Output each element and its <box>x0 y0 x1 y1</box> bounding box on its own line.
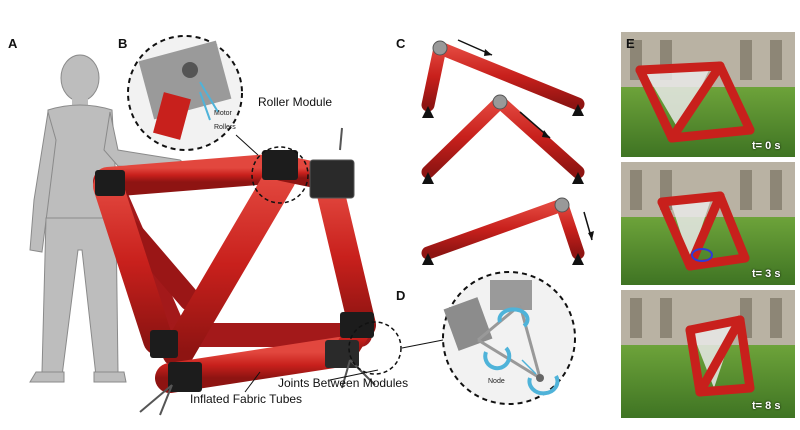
roller-module-label: Roller Module <box>258 95 333 109</box>
panel-label-e: E <box>626 36 635 51</box>
time-label-t8: t= 8 s <box>752 400 781 412</box>
roller-zoom-source <box>251 146 309 204</box>
photo-frame-t3 <box>621 162 795 285</box>
time-label-t3: t= 3 s <box>752 268 781 280</box>
node-label: Node <box>488 378 505 385</box>
joint-inset <box>401 271 576 405</box>
roller-module-inset <box>127 35 243 151</box>
roller-leader-line <box>235 134 259 156</box>
rolling-diagram-3 <box>421 197 594 265</box>
joint-zoom-source <box>348 321 402 375</box>
rolling-diagram-2 <box>421 94 585 184</box>
joints-label: Joints Between Modules <box>278 376 409 390</box>
inflated-tubes-label: Inflated Fabric Tubes <box>190 392 303 406</box>
robot-structure <box>93 127 376 416</box>
panel-label-d: D <box>396 288 406 303</box>
rolling-diagram-1 <box>421 39 585 118</box>
panel-label-b: B <box>118 36 128 51</box>
tubes-leader-line <box>244 371 261 393</box>
motor-label: Motor <box>214 110 232 117</box>
time-label-t0: t= 0 s <box>752 140 781 152</box>
photo-frame-t8 <box>621 290 795 418</box>
photo-frame-t0 <box>621 32 795 157</box>
joints-leader-line <box>329 369 379 381</box>
panel-label-c: C <box>396 36 406 51</box>
panel-label-a: A <box>8 36 18 51</box>
rollers-label: Rollers <box>214 124 236 131</box>
